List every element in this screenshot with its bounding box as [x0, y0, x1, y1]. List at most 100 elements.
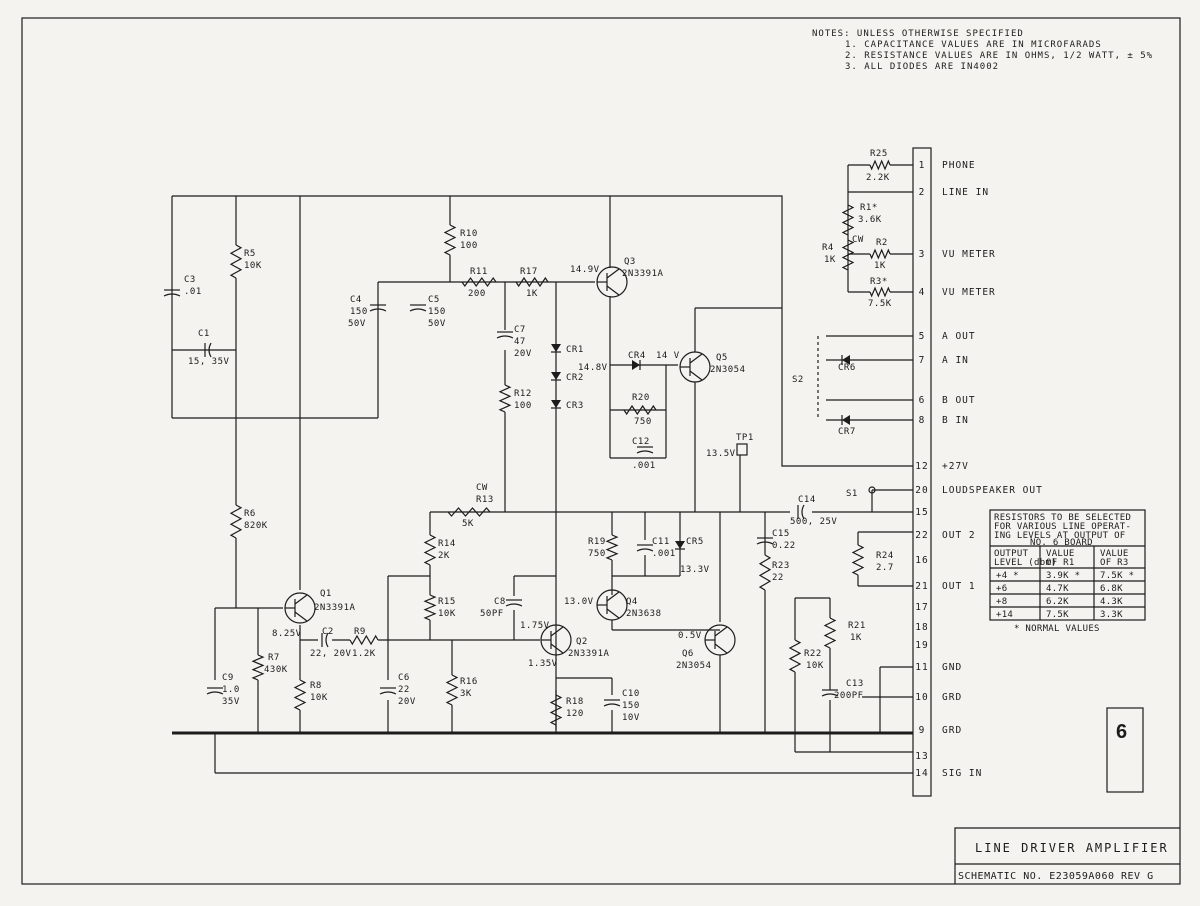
table-cell-r3-c1: 7.5K	[1046, 610, 1069, 620]
c7-voltage: 20V	[514, 349, 532, 359]
c6-name: C6	[398, 673, 410, 683]
c3-symbol	[163, 289, 181, 297]
pin-21-number: 21	[915, 581, 928, 592]
cr5-label: CR5	[686, 537, 704, 547]
r18-name: R18	[566, 697, 584, 707]
r17-symbol	[515, 276, 549, 288]
c15-value: 0.22	[772, 541, 796, 551]
q6-type: 2N3054	[676, 661, 712, 671]
c2-name: C2	[322, 627, 334, 637]
r5-name: R5	[244, 249, 256, 259]
r9-name: R9	[354, 627, 366, 637]
pin-3-number: 3	[919, 249, 926, 260]
r23-name: R23	[772, 561, 790, 571]
table-cell-r3-c0: +14	[996, 610, 1013, 620]
pin-13-number: 13	[915, 751, 928, 762]
r17-value: 1K	[526, 289, 538, 299]
cr4-symbol	[632, 360, 641, 370]
pin-12-number: 12	[915, 461, 928, 472]
notes-block: NOTES: UNLESS OTHERWISE SPECIFIED 1. CAP…	[812, 29, 1152, 72]
r10-name: R10	[460, 229, 478, 239]
c4-voltage: 50V	[348, 319, 366, 329]
c4-value: 150	[350, 307, 368, 317]
r6-symbol	[229, 504, 243, 539]
c5-voltage: 50V	[428, 319, 446, 329]
r9-value: 1.2K	[352, 649, 376, 659]
c12-name: C12	[632, 437, 650, 447]
table-cell-r2-c2: 4.3K	[1100, 597, 1123, 607]
pin-20-number: 20	[915, 485, 928, 496]
tp1-symbol	[736, 443, 748, 456]
q2-symbol	[540, 624, 572, 656]
r4-value: 1K	[824, 255, 836, 265]
pin-14-number: 14	[915, 768, 928, 779]
q4-voltage: 13.0V	[564, 597, 594, 607]
table-header-level-1: OUTPUT	[994, 549, 1029, 559]
cr4-label: CR4	[628, 351, 646, 361]
cr1-symbol	[551, 344, 561, 353]
c7-name: C7	[514, 325, 526, 335]
c5-symbol	[409, 304, 427, 312]
r13-symbol	[447, 507, 491, 517]
table-title-line-1: RESISTORS TO BE SELECTED	[994, 513, 1131, 523]
cr7-symbol	[841, 415, 850, 425]
q5-voltage: 14 V	[656, 351, 680, 361]
q1-type: 2N3391A	[314, 603, 356, 613]
r19-symbol	[605, 534, 619, 561]
c6-voltage: 20V	[398, 697, 416, 707]
c8-symbol	[505, 599, 523, 607]
r19-name: R19	[588, 537, 606, 547]
pin-3-label: VU METER	[942, 249, 996, 260]
c2-value: 22, 20V	[310, 649, 352, 659]
c5-value: 150	[428, 307, 446, 317]
r12-symbol	[498, 384, 512, 413]
c10-symbol	[603, 699, 621, 707]
r12-name: R12	[514, 389, 532, 399]
q2-name: Q2	[576, 637, 588, 647]
r15-value: 10K	[438, 609, 456, 619]
component-labels: R25 2.2K R1* 3.6K R4 1K CW R2 1K R3* 7.5…	[184, 149, 894, 723]
c10-name: C10	[622, 689, 640, 699]
edge-connector	[912, 147, 932, 797]
r14-name: R14	[438, 539, 456, 549]
title-block: LINE DRIVER AMPLIFIER SCHEMATIC NO. E230…	[954, 827, 1180, 884]
pin-9-number: 9	[919, 725, 926, 736]
r9-symbol	[349, 634, 379, 646]
table-cell-r0-c0: +4 *	[996, 571, 1019, 581]
table-cell-r3-c2: 3.3K	[1100, 610, 1123, 620]
q1-symbol	[284, 592, 316, 624]
pin-4-label: VU METER	[942, 287, 996, 298]
r4-symbol	[841, 239, 855, 271]
r22-symbol	[788, 639, 802, 673]
pin-6-label: B OUT	[942, 395, 976, 406]
r5-value: 10K	[244, 261, 262, 271]
q2-base-voltage: 1.75V	[520, 621, 550, 631]
board-number-box	[1106, 707, 1144, 793]
cr3-label: CR3	[566, 401, 584, 411]
cr5-symbol	[675, 541, 685, 550]
c11-symbol	[636, 544, 654, 552]
c3-name: C3	[184, 275, 196, 285]
table-header-r3-1: VALUE	[1100, 549, 1129, 559]
pin-2-label: LINE IN	[942, 187, 989, 198]
table-title-line-3: ING LEVELS AT OUTPUT OF	[994, 531, 1126, 541]
pin-18-number: 18	[915, 622, 928, 633]
pin-2-number: 2	[919, 187, 926, 198]
tp1-name: TP1	[736, 433, 754, 443]
r24-name: R24	[876, 551, 894, 561]
cr5-voltage: 13.3V	[680, 565, 710, 575]
c7-symbol	[496, 331, 514, 339]
pin-5-number: 5	[919, 331, 926, 342]
q5-name: Q5	[716, 353, 728, 363]
r1-symbol	[841, 204, 855, 236]
table-title-line-4: NO. 6 BOARD	[1030, 538, 1093, 548]
note-header: NOTES: UNLESS OTHERWISE SPECIFIED	[812, 29, 1024, 39]
pin-7-number: 7	[919, 355, 926, 366]
r24-value: 2.7	[876, 563, 894, 573]
pin-14-label: SIG IN	[942, 768, 982, 779]
r11-value: 200	[468, 289, 486, 299]
q3-voltage: 14.9V	[570, 265, 600, 275]
q5-type: 2N3054	[710, 365, 746, 375]
